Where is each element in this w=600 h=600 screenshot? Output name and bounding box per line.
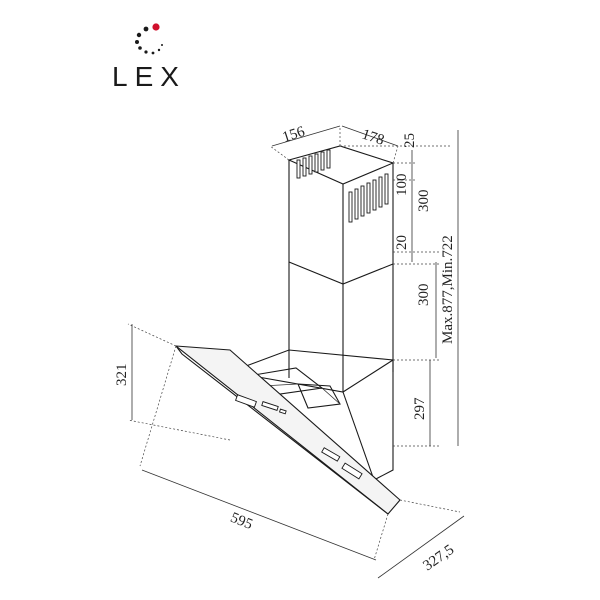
dim-body-height: 297 xyxy=(412,397,428,420)
glass-panel xyxy=(174,345,401,515)
lower-chimney xyxy=(288,261,394,392)
dim-total-height: Max.877,Min.722 xyxy=(440,235,456,344)
vent-slots-right xyxy=(348,173,389,223)
control-panel xyxy=(235,394,287,415)
dim-width: 595 xyxy=(228,510,255,533)
dim-chimney-width: 156 xyxy=(281,124,308,146)
logo-dot-accent xyxy=(152,23,160,31)
upper-chimney xyxy=(287,145,395,284)
brand-name: LEX xyxy=(112,61,186,92)
lex-logo: LEX xyxy=(112,23,186,92)
dim-chimney-depth: 178 xyxy=(360,127,386,149)
hood-base xyxy=(227,349,395,481)
dimension-lines xyxy=(127,125,465,579)
dim-upper-chimney: 300 xyxy=(416,190,432,213)
dim-lower-chimney: 300 xyxy=(416,284,432,307)
dim-overlap: 20 xyxy=(394,235,410,250)
light-panel xyxy=(321,447,363,480)
vent-slots-left xyxy=(296,149,331,179)
dim-front-height: 321 xyxy=(114,364,130,387)
dim-depth: 327,5 xyxy=(420,542,457,574)
dim-upper-offset: 100 xyxy=(394,174,410,197)
dimension-labels: 156 178 25 100 300 20 300 Max.877,Min.72… xyxy=(114,124,457,575)
dim-top-gap: 25 xyxy=(402,133,418,148)
